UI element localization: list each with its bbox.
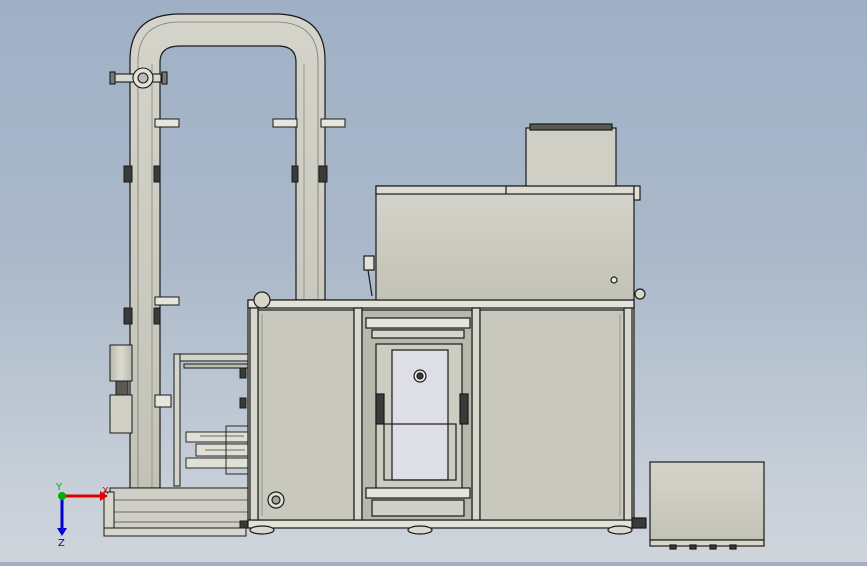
main-cabinet — [247, 288, 647, 535]
side-frame — [173, 353, 251, 487]
u-duct — [129, 13, 326, 489]
triad-x-label: X — [102, 486, 109, 497]
side-motor — [109, 344, 172, 434]
duct-clamps — [123, 118, 346, 325]
triad-y-label: Y — [55, 482, 63, 493]
coordinate-triad — [57, 491, 108, 536]
pneumatic-cylinder — [185, 425, 251, 475]
top-enclosure — [363, 123, 641, 301]
control-box — [649, 461, 765, 550]
triad-z-label: Z — [58, 538, 65, 549]
left-base — [103, 487, 251, 537]
duct-valve — [109, 67, 168, 89]
